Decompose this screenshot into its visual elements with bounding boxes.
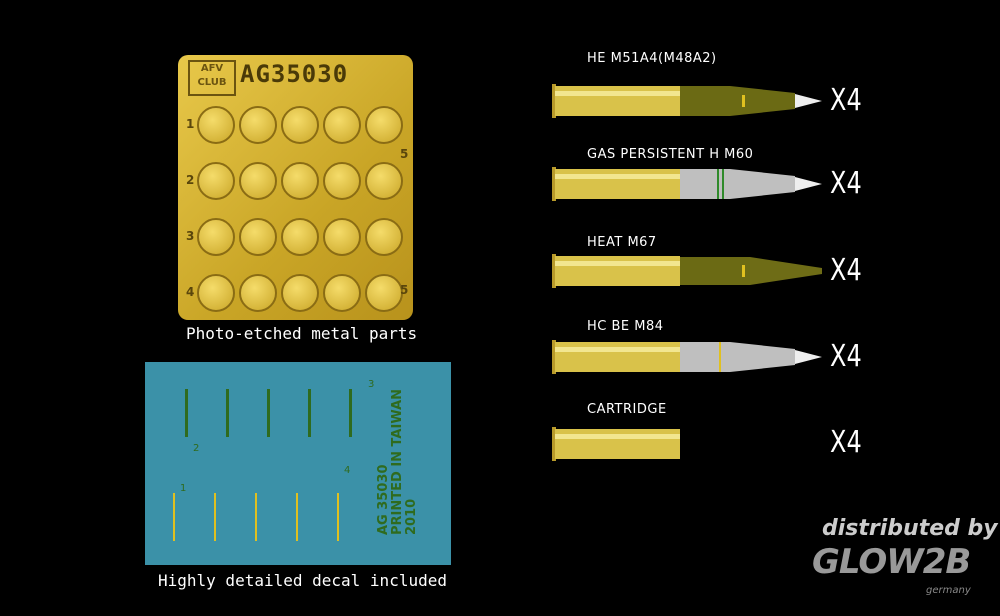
etched-disc bbox=[197, 106, 235, 144]
etched-disc bbox=[365, 162, 403, 200]
etched-disc bbox=[281, 274, 319, 312]
glow2b-logo: GLOW2B bbox=[812, 542, 971, 582]
row-number: 3 bbox=[186, 229, 195, 243]
quantity: X4 bbox=[830, 166, 862, 201]
green-band-decal bbox=[185, 389, 188, 437]
row-number: 4 bbox=[186, 285, 195, 299]
row-number: 1 bbox=[186, 117, 195, 131]
etched-disc bbox=[239, 106, 277, 144]
round-gas bbox=[552, 167, 822, 201]
green-band-decal bbox=[267, 389, 270, 437]
yellow-band-decal bbox=[255, 493, 257, 541]
decal-circle-3: 3 bbox=[368, 379, 375, 390]
yellow-band-decal bbox=[337, 493, 339, 541]
decal-circle-4: 4 bbox=[344, 465, 351, 476]
etched-disc bbox=[281, 106, 319, 144]
row-number: 2 bbox=[186, 173, 195, 187]
decal-circle-1: 1 bbox=[180, 483, 187, 494]
yellow-band-decal bbox=[214, 493, 216, 541]
etched-disc bbox=[365, 274, 403, 312]
round-label: HEAT M67 bbox=[587, 235, 657, 250]
etched-disc bbox=[239, 218, 277, 256]
yellow-band-decal bbox=[296, 493, 298, 541]
etched-disc bbox=[365, 106, 403, 144]
etched-disc bbox=[197, 218, 235, 256]
etched-disc bbox=[239, 162, 277, 200]
round-hc bbox=[552, 340, 822, 374]
fret-caption: Photo-etched metal parts bbox=[186, 324, 418, 343]
decal-circle-2: 2 bbox=[193, 443, 200, 454]
green-band-decal bbox=[308, 389, 311, 437]
round-he bbox=[552, 84, 822, 118]
etched-disc bbox=[197, 162, 235, 200]
quantity: X4 bbox=[830, 83, 862, 118]
decal-caption: Highly detailed decal included bbox=[158, 571, 447, 590]
side-number: 5 bbox=[400, 283, 409, 297]
etched-disc bbox=[323, 274, 361, 312]
etched-disc bbox=[323, 218, 361, 256]
distributed-by-text: distributed by bbox=[822, 516, 998, 541]
etched-disc bbox=[281, 218, 319, 256]
round-label: HE M51A4(M48A2) bbox=[587, 51, 717, 66]
decal-sheet bbox=[145, 362, 451, 565]
round-heat bbox=[552, 254, 822, 288]
round-label: GAS PERSISTENT H M60 bbox=[587, 147, 754, 162]
etched-disc bbox=[239, 274, 277, 312]
quantity: X4 bbox=[830, 339, 862, 374]
yellow-band-decal bbox=[173, 493, 175, 541]
side-number: 5 bbox=[400, 147, 409, 161]
round-label: CARTRIDGE bbox=[587, 402, 667, 417]
germany-text: germany bbox=[926, 585, 971, 596]
green-band-decal bbox=[349, 389, 352, 437]
green-band-decal bbox=[226, 389, 229, 437]
decal-markings bbox=[173, 389, 352, 541]
etched-disc bbox=[323, 106, 361, 144]
etched-disc bbox=[323, 162, 361, 200]
quantity: X4 bbox=[830, 253, 862, 288]
quantity: X4 bbox=[830, 425, 862, 460]
fret-code: AG35030 bbox=[240, 60, 349, 88]
etched-disc bbox=[365, 218, 403, 256]
round-label: HC BE M84 bbox=[587, 319, 664, 334]
etched-disc bbox=[281, 162, 319, 200]
etched-disc bbox=[197, 274, 235, 312]
round-cart bbox=[552, 427, 680, 461]
